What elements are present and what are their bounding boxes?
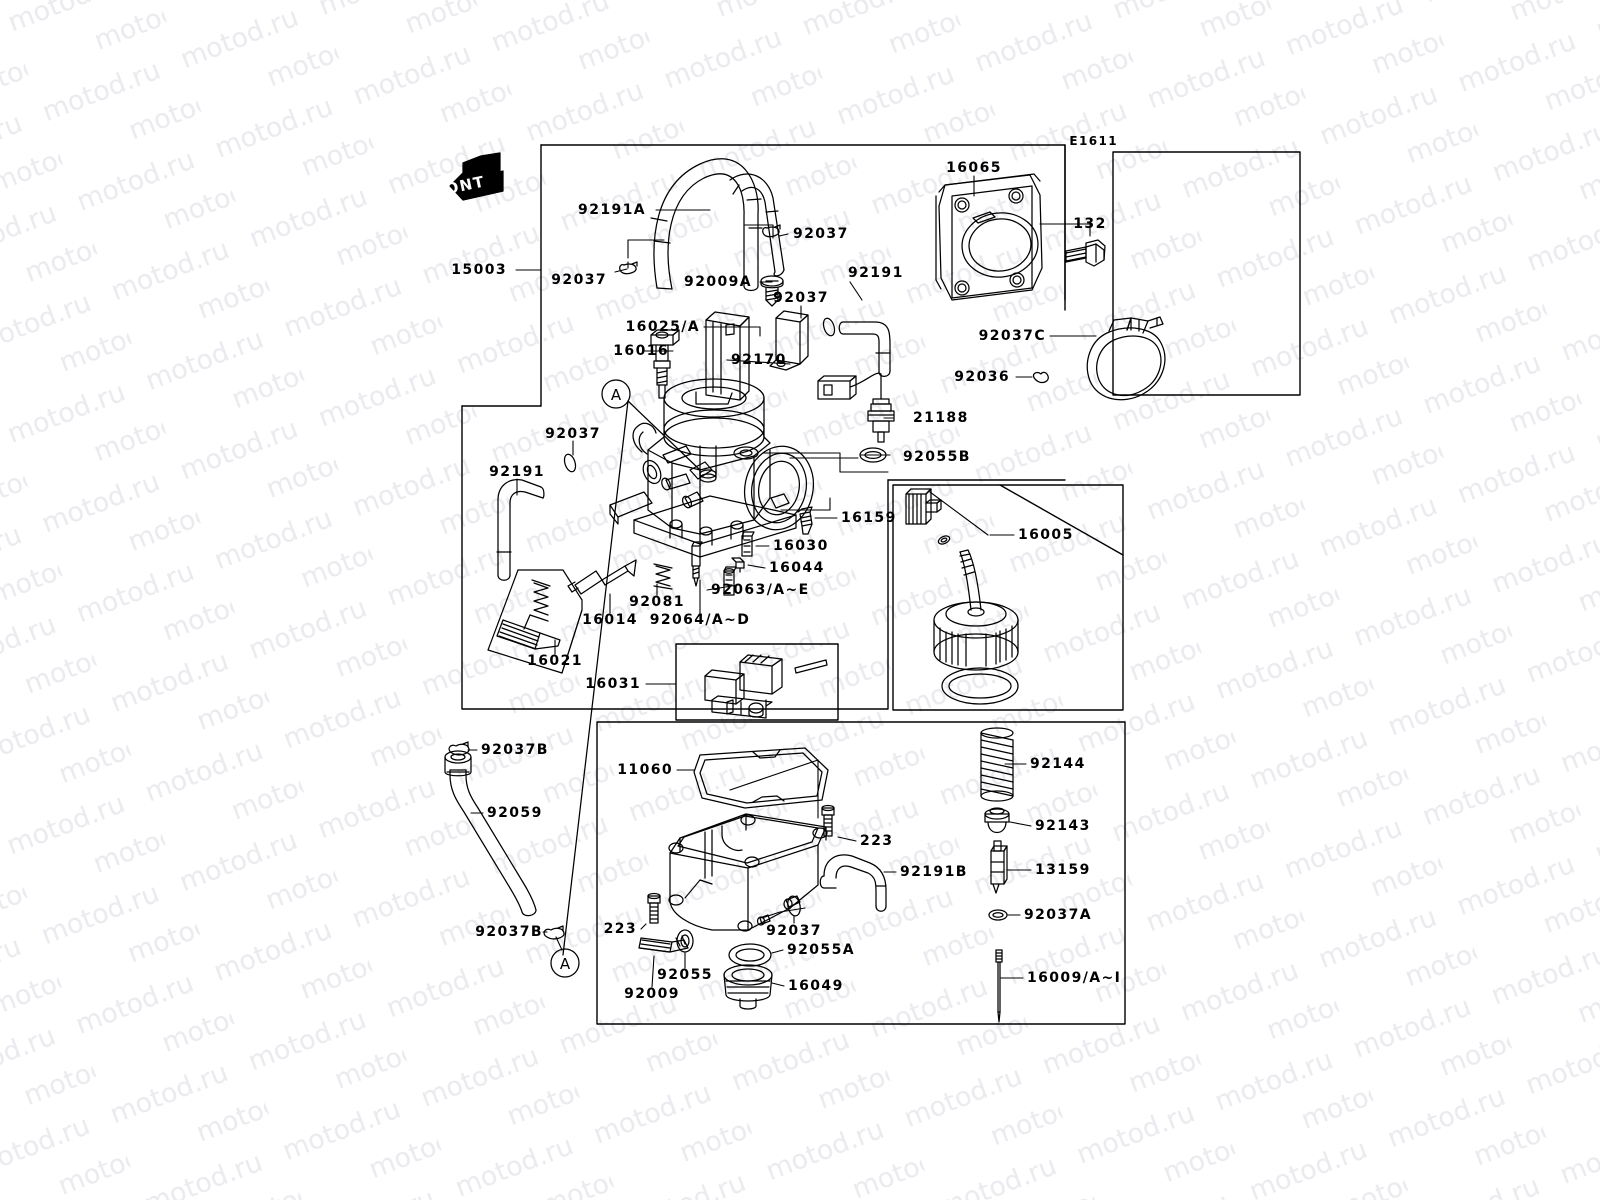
label-92191A: 92191A [578, 202, 646, 218]
label-92037-4: 92037 [545, 426, 601, 442]
oring-92037A [988, 909, 1008, 921]
choke-assembly-16005 [905, 488, 1019, 705]
bolt-223-left [647, 892, 661, 924]
label-132: 132 [1073, 216, 1107, 232]
clip-92037-bowl [787, 895, 801, 917]
callout-marker-a-upper: A [562, 379, 701, 956]
needle-16009 [995, 949, 1003, 1023]
label-16030: 16030 [773, 538, 829, 554]
clip-92036 [1032, 371, 1049, 384]
screw-16159 [797, 506, 813, 535]
label-92037B-1: 92037B [481, 742, 549, 758]
label-16025A: 16025/A [625, 319, 700, 335]
label-16049: 16049 [788, 978, 844, 994]
label-13159: 13159 [1035, 862, 1091, 878]
hose-92191-left [496, 479, 545, 581]
hose-92191-right [838, 321, 891, 377]
label-92144: 92144 [1030, 756, 1086, 772]
clip-92037-d [563, 453, 577, 473]
label-92037B-2: 92037B [475, 924, 543, 940]
label-223-2: 223 [603, 921, 637, 937]
bolt-223-right [821, 804, 835, 837]
label-92191B: 92191B [900, 864, 968, 880]
label-223-1: 223 [860, 833, 894, 849]
manifold-16065 [935, 173, 1043, 301]
plug-16049 [723, 964, 773, 1010]
label-92059: 92059 [487, 805, 543, 821]
spring-16021 [523, 579, 551, 630]
label-16021: 16021 [527, 653, 583, 669]
label-92055A: 92055A [787, 942, 855, 958]
hose-92059 [444, 750, 537, 917]
label-16065: 16065 [946, 160, 1002, 176]
group-box-16005 [892, 484, 1124, 711]
sensor-21188 [817, 372, 895, 443]
label-16044: 16044 [769, 560, 825, 576]
jet-92064 [691, 541, 703, 587]
label-92037-5: 92037 [766, 923, 822, 939]
callout-marker-a-lower: A [550, 948, 580, 978]
label-92191-1: 92191 [848, 265, 904, 281]
label-92081: 92081 [629, 594, 685, 610]
label-92064AD: 92064/A~D [649, 612, 751, 628]
label-16159: 16159 [841, 510, 897, 526]
svg-text:A: A [611, 386, 622, 404]
clip-92037B-top [448, 741, 470, 756]
valve-16016 [650, 329, 680, 399]
needle-16021 [496, 619, 561, 650]
label-92063AE: 92063/A~E [711, 582, 810, 598]
clamp-92037C [1086, 316, 1166, 401]
label-92037-3: 92037 [773, 290, 829, 306]
bolt-132 [1065, 239, 1106, 267]
label-92009: 92009 [624, 986, 680, 1002]
leader-lines-bottomleft [467, 749, 563, 951]
valve-13159 [990, 840, 1008, 894]
label-15003: 15003 [451, 262, 507, 278]
svg-text:FRONT: FRONT [420, 172, 487, 203]
label-92037A: 92037A [1024, 907, 1092, 923]
label-92055: 92055 [657, 967, 713, 983]
label-92191-2: 92191 [489, 464, 545, 480]
label-92009A: 92009A [684, 274, 752, 290]
label-92037C: 92037C [978, 328, 1046, 344]
label-92036: 92036 [954, 369, 1010, 385]
label-92055B: 92055B [903, 449, 971, 465]
label-11060: 11060 [617, 762, 673, 778]
label-92170: 92170 [731, 352, 787, 368]
front-arrow-icon: FRONT [420, 152, 504, 203]
svg-text:A: A [560, 955, 571, 973]
label-16014: 16014 [582, 612, 638, 628]
hose-92191B [819, 854, 887, 912]
figure-code: E1611 [1069, 134, 1118, 148]
label-92143: 92143 [1035, 818, 1091, 834]
label-92037-2: 92037 [551, 272, 607, 288]
float-bowl [668, 813, 828, 932]
carburetor-body [609, 378, 815, 558]
group-box-16065 [1112, 151, 1301, 396]
label-16009AI: 16009/A~I [1027, 970, 1122, 986]
label-16005: 16005 [1018, 527, 1074, 543]
label-92037-1: 92037 [793, 226, 849, 242]
label-16031: 16031 [585, 676, 641, 692]
oring-92055A [728, 943, 772, 967]
clip-92037-c [822, 317, 836, 337]
label-16016: 16016 [613, 343, 669, 359]
gasket-11060 [693, 747, 829, 809]
label-21188: 21188 [913, 410, 969, 426]
seat-92143 [984, 807, 1010, 834]
jet-16014 [567, 559, 637, 595]
